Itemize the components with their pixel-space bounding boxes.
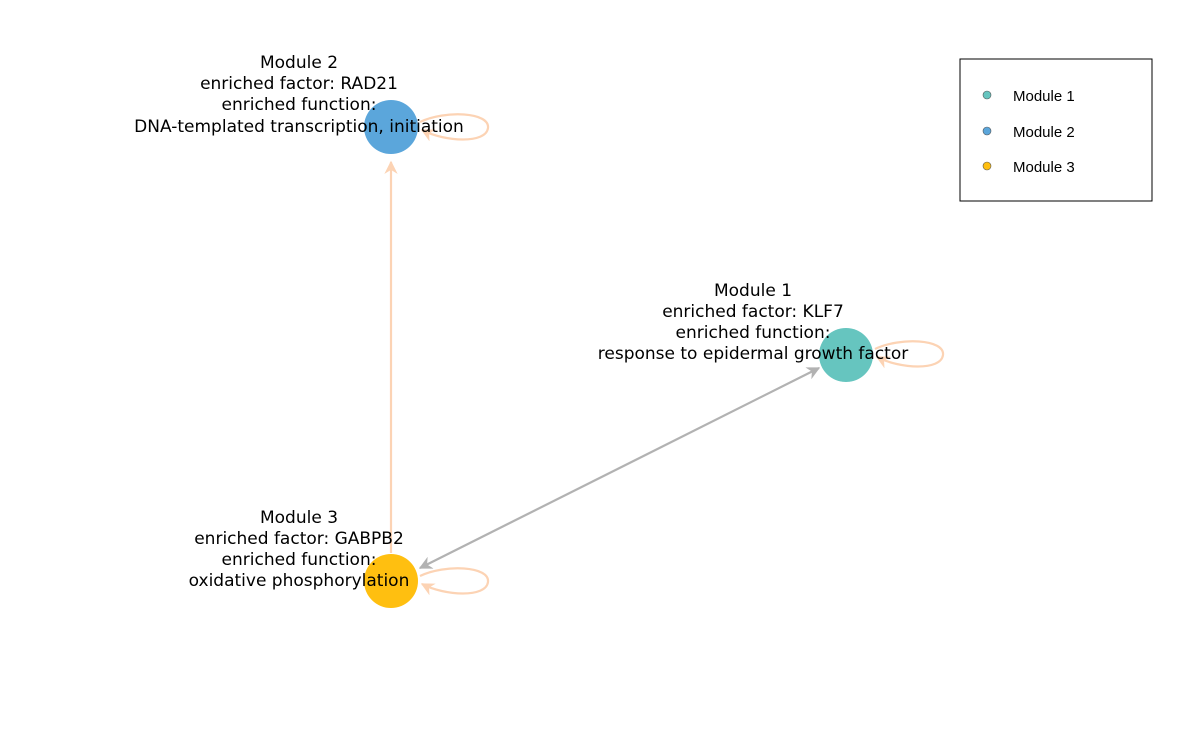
legend-box [959, 58, 1153, 202]
edge-module1-self-loop [874, 340, 945, 369]
node-module2 [364, 100, 418, 154]
legend-label-module2: Module 2 [1013, 124, 1075, 141]
label-module1-function: response to epidermal growth factor [598, 344, 908, 364]
edge-module3-self-loop [419, 567, 490, 596]
legend-label-module1: Module 1 [1013, 88, 1075, 105]
label-module3-function-heading: enriched function: [222, 550, 377, 570]
label-module3-factor: enriched factor: GABPB2 [194, 529, 404, 549]
label-module2-function: DNA-templated transcription, initiation [134, 117, 464, 137]
edge-module2-self-loop [419, 113, 490, 142]
label-module2-factor: enriched factor: RAD21 [200, 74, 398, 94]
label-module1-function-heading: enriched function: [676, 323, 831, 343]
legend: Module 1 Module 2 Module 3 [959, 58, 1153, 202]
legend-marker-module3 [982, 161, 992, 171]
edge-module1-module3-bidirectional [418, 367, 821, 569]
label-module1-name: Module 1 [714, 281, 792, 301]
label-module1-factor: enriched factor: KLF7 [662, 302, 844, 322]
legend-label-module3: Module 3 [1013, 159, 1075, 176]
nodes-layer [364, 100, 873, 608]
legend-marker-module1 [982, 90, 992, 100]
label-module2: Module 2 enriched factor: RAD21 enriched… [134, 53, 464, 137]
label-module3-function: oxidative phosphorylation [189, 571, 410, 591]
legend-marker-module2 [982, 126, 992, 136]
edges-layer [384, 113, 945, 596]
label-module3: Module 3 enriched factor: GABPB2 enriche… [189, 508, 410, 591]
node-module1 [819, 328, 873, 382]
node-module3 [364, 554, 418, 608]
label-module2-name: Module 2 [260, 53, 338, 73]
label-module1: Module 1 enriched factor: KLF7 enriched … [598, 281, 908, 364]
label-module2-function-heading: enriched function: [222, 95, 377, 115]
label-module3-name: Module 3 [260, 508, 338, 528]
